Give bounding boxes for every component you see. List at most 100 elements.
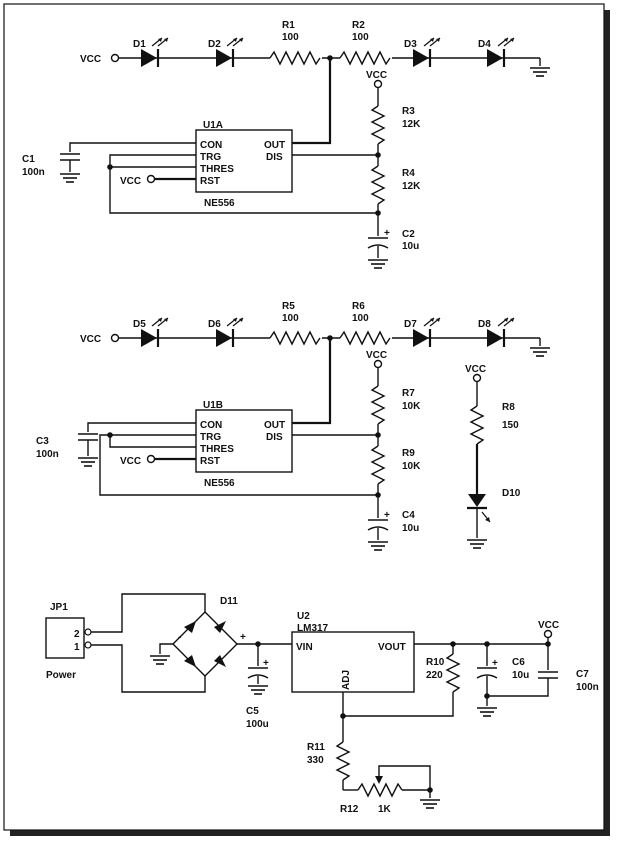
- r3-value: 12K: [402, 119, 421, 130]
- power-supply: JP1 2 1 Power D11 - + + C5 100u: [45, 593, 599, 815]
- d2-label: D2: [208, 39, 221, 50]
- r5-label: R5: [282, 301, 295, 312]
- junction: [427, 787, 433, 793]
- r10-adj-wire: [343, 692, 454, 717]
- chip-u1b: [195, 409, 293, 473]
- r12-label: R12: [340, 804, 359, 815]
- vcc-terminal-2: [110, 333, 120, 343]
- r9-value: 10K: [402, 461, 421, 472]
- r11-value: 330: [307, 755, 324, 766]
- d11-label: D11: [220, 596, 238, 607]
- pin-rst: RST: [200, 176, 220, 187]
- r5-value: 100: [282, 313, 299, 324]
- d1-label: D1: [133, 39, 146, 50]
- bridge-plus: +: [240, 632, 246, 643]
- u2-part: LM317: [297, 623, 329, 634]
- resistor-r5: [269, 330, 321, 346]
- d5-label: D5: [133, 319, 146, 330]
- r7-value: 10K: [402, 401, 421, 412]
- wiper-wire: [378, 765, 431, 798]
- r10-label: R10: [426, 657, 445, 668]
- bridge-diode: [184, 621, 196, 633]
- ac-wire-bottom: [91, 644, 206, 693]
- c1-label: C1: [22, 154, 35, 165]
- c4-plate-bottom: [367, 526, 389, 531]
- vcc-terminal: [146, 454, 156, 464]
- vcc-terminal: [472, 373, 482, 383]
- con-wire-2: [87, 422, 196, 432]
- vcc-label-r7: VCC: [366, 350, 387, 361]
- pin-con: CON: [200, 420, 222, 431]
- trg-wire-1: [109, 154, 378, 214]
- d10-label: D10: [502, 488, 521, 499]
- jp1-power-label: Power: [46, 670, 76, 681]
- thres-wire-2: [109, 435, 196, 448]
- led-d10-icon: [468, 494, 486, 507]
- wire: [159, 643, 173, 654]
- u1b-label: U1B: [203, 400, 223, 411]
- c7-label: C7: [576, 669, 589, 680]
- d8-label: D8: [478, 319, 491, 330]
- resistor-r4: [370, 165, 386, 205]
- pin-vin: VIN: [296, 642, 313, 653]
- junction: [484, 693, 490, 699]
- r6-label: R6: [352, 301, 365, 312]
- out-wire-2: [292, 338, 332, 425]
- pin-dis: DIS: [266, 432, 283, 443]
- vcc-terminal: [543, 629, 553, 639]
- r12-value: 1K: [378, 804, 392, 815]
- c4-value: 10u: [402, 523, 419, 534]
- potentiometer-r12: [357, 782, 403, 798]
- pin-out: OUT: [264, 140, 285, 151]
- r1-value: 100: [282, 32, 299, 43]
- vcc-terminal-1: [110, 53, 120, 63]
- pin-thres: THRES: [200, 444, 234, 455]
- c3-value: 100n: [36, 449, 59, 460]
- jp1-pin1: 1: [74, 642, 80, 653]
- c2-value: 10u: [402, 241, 419, 252]
- c2-label: C2: [402, 229, 415, 240]
- vcc-label-2: VCC: [80, 334, 101, 345]
- r2-label: R2: [352, 20, 365, 31]
- pin-dis: DIS: [266, 152, 283, 163]
- r6-gap: [340, 330, 392, 346]
- pin-adj: ADJ: [341, 670, 352, 690]
- bridge-outline: [172, 611, 238, 677]
- con-wire-1: [69, 142, 196, 152]
- c2-plus: +: [384, 228, 390, 239]
- pin-trg: TRG: [200, 152, 221, 163]
- r5-gap: [270, 330, 322, 346]
- connector-jp1: [45, 617, 85, 659]
- bridge-diode: [214, 621, 226, 633]
- r2-value: 100: [352, 32, 369, 43]
- r4-value: 12K: [402, 181, 421, 192]
- d6-label: D6: [208, 319, 221, 330]
- c6-label: C6: [512, 657, 525, 668]
- resistor-r11: [335, 741, 351, 781]
- jp1-pin2: 2: [74, 629, 80, 640]
- resistor-r6: [339, 330, 391, 346]
- pin-vout: VOUT: [378, 642, 406, 653]
- vcc-label-r8: VCC: [465, 364, 486, 375]
- vcc-label-1: VCC: [80, 54, 101, 65]
- c7-value: 100n: [576, 682, 599, 693]
- c4-label: C4: [402, 510, 415, 521]
- c5-plate-bottom: [247, 674, 269, 679]
- pin-rst: RST: [200, 456, 220, 467]
- vcc-label-r3: VCC: [366, 70, 387, 81]
- block-2: VCC D5 D6 R5 100 R6 100 D7 D8 U1B CON TR…: [36, 301, 551, 551]
- c1-value: 100n: [22, 167, 45, 178]
- bridge-minus: -: [178, 632, 181, 643]
- chip-name: NE556: [204, 478, 235, 489]
- r9-label: R9: [402, 448, 415, 459]
- r7-label: R7: [402, 388, 415, 399]
- c6-value: 10u: [512, 670, 529, 681]
- r8-label: R8: [502, 402, 515, 413]
- out-wire-1: [292, 58, 332, 145]
- jp1-label: JP1: [50, 602, 68, 613]
- c4-plus: +: [384, 510, 390, 521]
- u2-label: U2: [297, 611, 310, 622]
- pin-trg: TRG: [200, 432, 221, 443]
